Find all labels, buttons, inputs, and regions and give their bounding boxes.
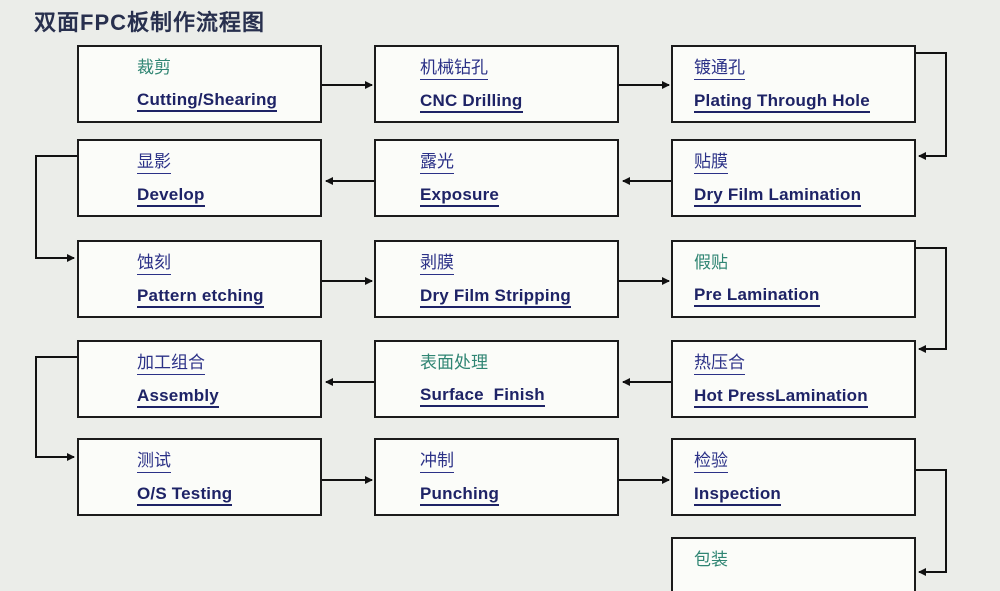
flow-box-dry-film-lamination: 贴膜 Dry Film Lamination xyxy=(671,139,916,217)
flow-box-assembly-en-label: Assembly xyxy=(137,386,219,408)
page-title: 双面FPC板制作流程图 xyxy=(34,10,266,35)
flow-box-cutting-zh-label: 裁剪 xyxy=(137,58,171,77)
flow-box-plating-through-hole-zh-label: 镀通孔 xyxy=(694,58,745,80)
flow-box-inspection-en-label: Inspection xyxy=(694,484,782,506)
flow-box-inspection: 检验 Inspection xyxy=(671,438,916,516)
flow-box-cutting-en-label: Cutting/Shearing xyxy=(137,90,278,112)
flow-box-pre-lamination-zh-label: 假贴 xyxy=(694,253,728,272)
flow-box-cnc-drilling-zh-label: 机械钻孔 xyxy=(420,58,488,80)
flow-box-os-testing: 测试 O/S Testing xyxy=(77,438,322,516)
flow-box-hot-press-lamination: 热压合 Hot PressLamination xyxy=(671,340,916,418)
flow-box-dry-film-lamination-zh-label: 贴膜 xyxy=(694,152,728,174)
arrow-pre-lamination-to-hot-press xyxy=(916,247,947,353)
flow-box-hot-press-lamination-en-label: Hot PressLamination xyxy=(694,386,868,408)
flow-box-punching-en-label: Punching xyxy=(420,484,500,506)
flow-box-develop-en-label: Develop xyxy=(137,185,205,207)
flow-box-inspection-zh-label: 检验 xyxy=(694,451,728,473)
flow-box-plating-through-hole: 镀通孔 Plating Through Hole xyxy=(671,45,916,123)
flow-box-pre-lamination: 假贴 Pre Lamination xyxy=(671,240,916,318)
flow-box-exposure-zh-label: 露光 xyxy=(420,152,454,174)
flow-box-dry-film-stripping-en-label: Dry Film Stripping xyxy=(420,286,571,308)
flow-box-hot-press-lamination-zh-label: 热压合 xyxy=(694,353,745,375)
flow-box-pre-lamination-en-label: Pre Lamination xyxy=(694,285,820,307)
flow-box-dry-film-stripping-zh-label: 剥膜 xyxy=(420,253,454,275)
flow-box-exposure: 露光 Exposure xyxy=(374,139,619,217)
flow-box-develop-zh-label: 显影 xyxy=(137,152,171,174)
flow-box-pattern-etching-zh-label: 蚀刻 xyxy=(137,253,171,275)
flow-box-dry-film-stripping: 剥膜 Dry Film Stripping xyxy=(374,240,619,318)
flow-box-surface-finish: 表面处理 Surface Finish xyxy=(374,340,619,418)
flow-box-os-testing-en-label: O/S Testing xyxy=(137,484,233,506)
arrow-develop-to-pattern-etching xyxy=(35,155,77,262)
arrow-plating-to-dry-film-lamination xyxy=(916,52,947,160)
flow-box-dry-film-lamination-en-label: Dry Film Lamination xyxy=(694,185,862,207)
flow-box-pattern-etching: 蚀刻 Pattern etching xyxy=(77,240,322,318)
flow-box-pattern-etching-en-label: Pattern etching xyxy=(137,286,264,308)
flow-box-punching: 冲制 Punching xyxy=(374,438,619,516)
flow-box-os-testing-zh-label: 测试 xyxy=(137,451,171,473)
arrow-inspection-to-packing xyxy=(916,469,947,576)
flow-box-cnc-drilling: 机械钻孔 CNC Drilling xyxy=(374,45,619,123)
flow-box-plating-through-hole-en-label: Plating Through Hole xyxy=(694,91,870,113)
flow-box-develop: 显影 Develop xyxy=(77,139,322,217)
flow-box-cutting: 裁剪 Cutting/Shearing xyxy=(77,45,322,123)
flow-box-assembly-zh-label: 加工组合 xyxy=(137,353,205,375)
flow-box-surface-finish-zh-label: 表面处理 xyxy=(420,353,488,372)
flow-box-assembly: 加工组合 Assembly xyxy=(77,340,322,418)
arrow-assembly-to-os-testing xyxy=(35,356,77,461)
flow-box-cnc-drilling-en-label: CNC Drilling xyxy=(420,91,523,113)
flow-box-exposure-en-label: Exposure xyxy=(420,185,500,207)
flow-box-packing: 包装 xyxy=(671,537,916,591)
flow-box-punching-zh-label: 冲制 xyxy=(420,451,454,473)
flow-box-packing-zh-label: 包装 xyxy=(694,550,728,569)
flow-box-surface-finish-en-label: Surface Finish xyxy=(420,385,545,407)
